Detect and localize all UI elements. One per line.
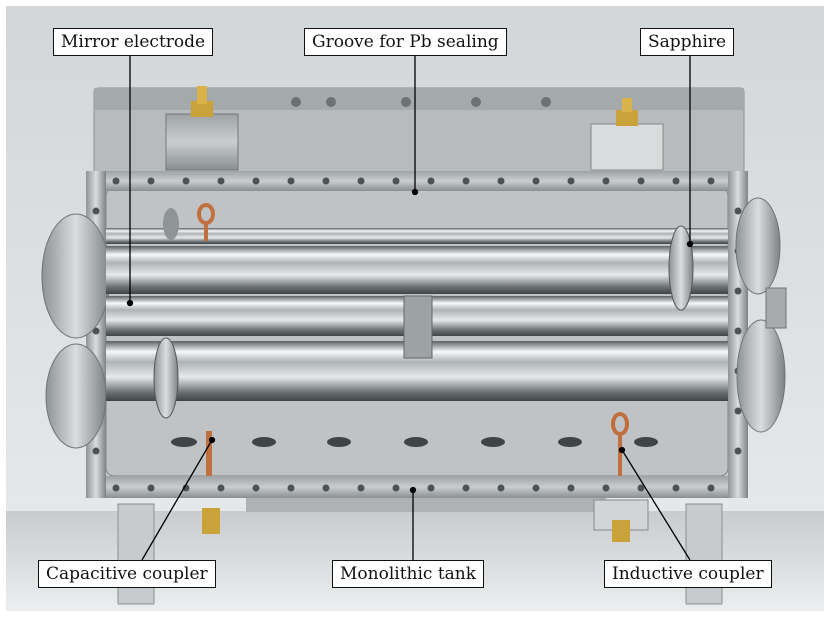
resonator-illustration	[6, 86, 824, 611]
bottom-plate	[246, 498, 606, 512]
label-groove-pb-sealing: Groove for Pb sealing	[304, 28, 507, 56]
end-flange-left-top	[41, 213, 111, 339]
sma-connector-left	[165, 86, 239, 171]
label-mirror-electrode: Mirror electrode	[53, 28, 214, 56]
end-flange-left-bottom	[45, 343, 107, 449]
rim-bottom	[86, 476, 748, 498]
sapphire-disc	[668, 225, 694, 311]
end-flange-right-bottom	[736, 319, 786, 433]
inductive-coupler-loop	[611, 412, 629, 476]
lid-holes	[291, 97, 551, 107]
label-capacitive-coupler: Capacitive coupler	[38, 560, 216, 588]
sma-connector-right	[590, 98, 664, 171]
groove-rim-top	[86, 171, 748, 191]
label-monolithic-tank: Monolithic tank	[332, 560, 485, 588]
rod-top-thin	[106, 228, 728, 244]
label-sapphire: Sapphire	[640, 28, 735, 56]
back-lid-top	[94, 88, 744, 110]
right-connector	[765, 287, 787, 329]
rod-upper	[106, 246, 728, 294]
support-disc	[163, 208, 179, 240]
foot-left	[117, 503, 155, 605]
device-photo	[6, 6, 824, 611]
center-clamp	[403, 295, 433, 359]
sma-connector-bottom-left	[202, 508, 220, 534]
inductive-loop-top	[197, 203, 215, 241]
end-flange-right-top	[735, 197, 781, 295]
label-inductive-coupler: Inductive coupler	[604, 560, 772, 588]
foot-right	[685, 503, 723, 605]
mirror-electrode-disc	[153, 337, 179, 419]
